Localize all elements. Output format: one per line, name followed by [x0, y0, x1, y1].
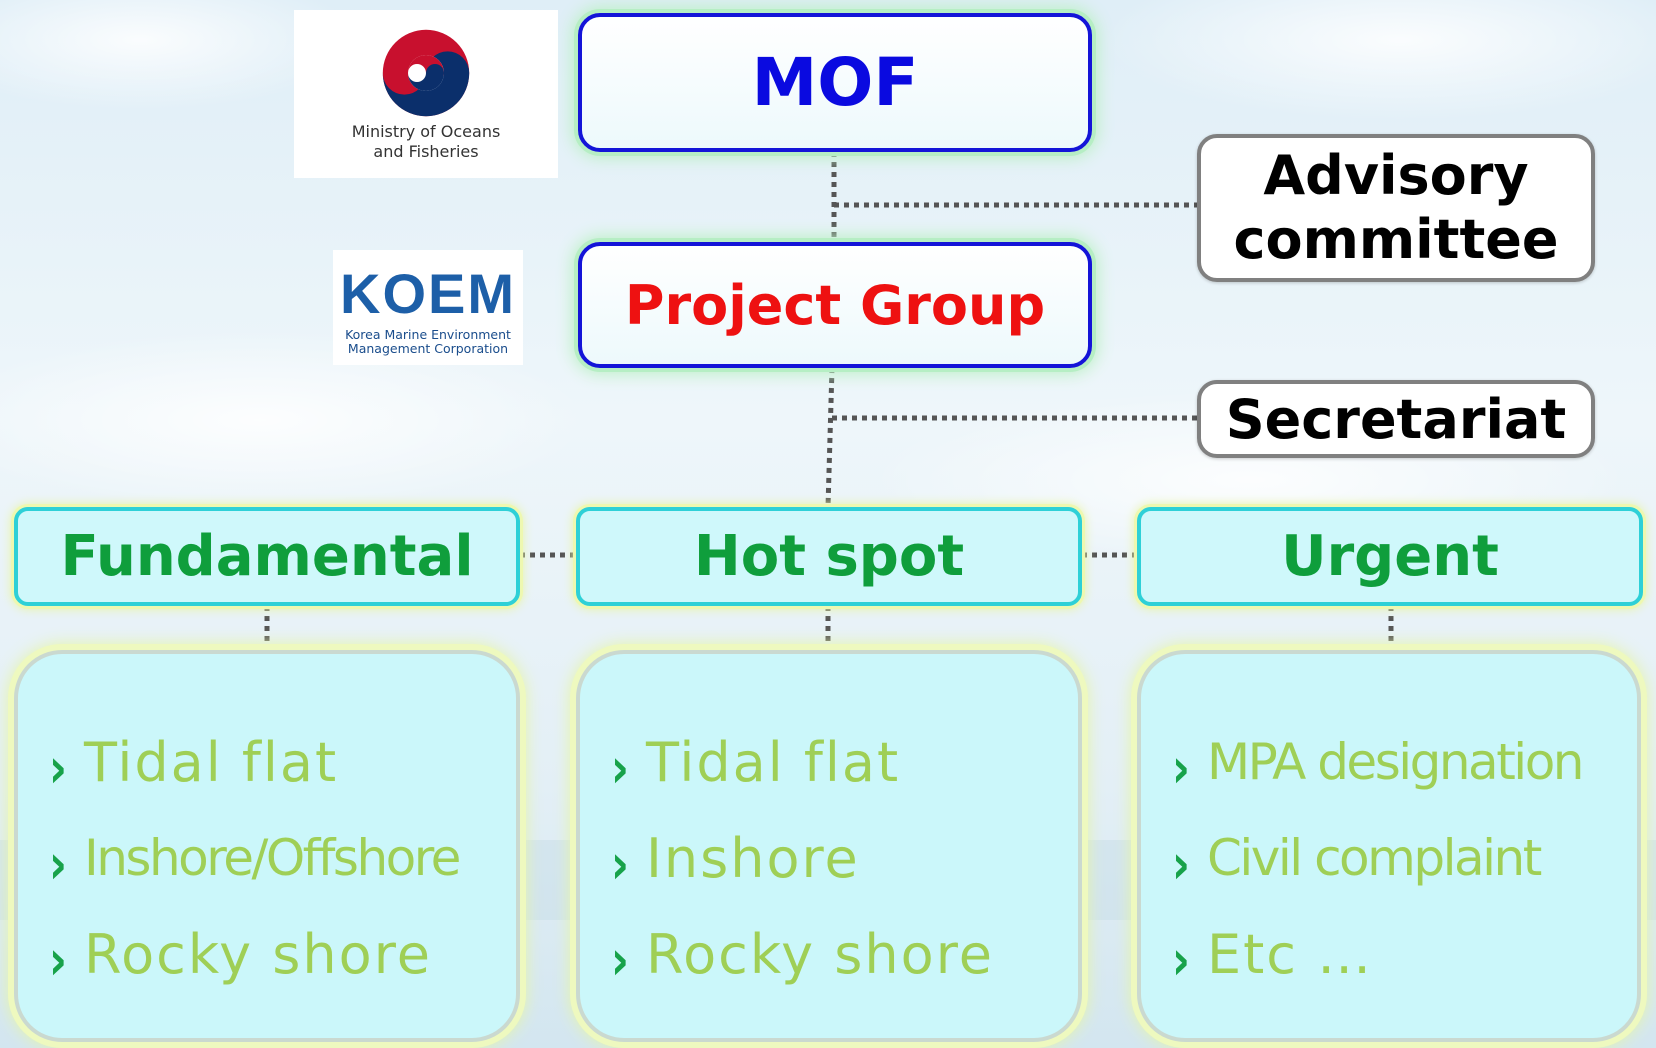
list-item: › Tidal flat: [18, 714, 516, 810]
list-item: › Tidal flat: [580, 714, 1078, 810]
list-item: › Inshore: [580, 810, 1078, 906]
list-item-label: Inshore/Offshore: [84, 829, 461, 887]
secretariat-label: Secretariat: [1225, 387, 1567, 451]
category-hot-spot: Hot spot: [576, 507, 1082, 606]
secretariat-node: Secretariat: [1197, 380, 1595, 458]
category-title: Hot spot: [693, 524, 965, 589]
mof-node: MOF: [578, 13, 1092, 152]
project-group-node: Project Group: [578, 242, 1092, 368]
chevron-right-icon: ›: [48, 928, 68, 993]
advisory-label-line1: Advisory: [1263, 144, 1529, 207]
list-item: › Inshore/Offshore: [18, 810, 516, 906]
fundamental-items-panel: › Tidal flat › Inshore/Offshore › Rocky …: [14, 650, 520, 1042]
chevron-right-icon: ›: [610, 736, 630, 801]
category-title: Fundamental: [60, 524, 474, 589]
connector-project-hotspot: [825, 367, 835, 508]
category-title: Urgent: [1281, 524, 1499, 589]
urgent-items-panel: › MPA designation › Civil complaint › Et…: [1137, 650, 1641, 1042]
koem-logo-line2: Management Corporation: [347, 341, 509, 356]
list-item: › Rocky shore: [580, 906, 1078, 1002]
chevron-right-icon: ›: [610, 928, 630, 993]
koem-logo: KOEM Korea Marine Environment Management…: [333, 250, 523, 365]
list-item-label: Civil complaint: [1207, 829, 1542, 887]
list-item: › Rocky shore: [18, 906, 516, 1002]
chevron-right-icon: ›: [1171, 832, 1191, 897]
mof-logo-line1: Ministry of Oceans: [351, 122, 501, 141]
project-group-label: Project Group: [624, 273, 1046, 337]
mof-logo-line2: and Fisheries: [373, 142, 479, 161]
list-item-label: Tidal flat: [646, 730, 901, 794]
list-item-label: MPA designation: [1207, 733, 1584, 791]
advisory-label-line2: committee: [1233, 208, 1559, 271]
category-fundamental: Fundamental: [14, 507, 520, 606]
koem-wordmark: KOEM: [340, 262, 516, 325]
chevron-right-icon: ›: [1171, 928, 1191, 993]
list-item: › MPA designation: [1141, 714, 1637, 810]
mof-logo: Ministry of Oceans and Fisheries: [294, 10, 558, 178]
list-item-label: Inshore: [646, 826, 860, 890]
list-item-label: Etc …: [1207, 922, 1374, 986]
list-item: › Civil complaint: [1141, 810, 1637, 906]
mof-label: MOF: [751, 44, 919, 121]
category-urgent: Urgent: [1137, 507, 1643, 606]
chevron-right-icon: ›: [48, 736, 68, 801]
chevron-right-icon: ›: [610, 832, 630, 897]
taegeuk-emblem-icon: [382, 29, 470, 117]
hot-spot-items-panel: › Tidal flat › Inshore › Rocky shore: [576, 650, 1082, 1042]
list-item: › Etc …: [1141, 906, 1637, 1002]
koem-logo-line1: Korea Marine Environment: [345, 327, 511, 342]
advisory-committee-node: Advisory committee: [1197, 134, 1595, 282]
list-item-label: Rocky shore: [646, 922, 994, 986]
chevron-right-icon: ›: [1171, 736, 1191, 801]
list-item-label: Rocky shore: [84, 922, 432, 986]
list-item-label: Tidal flat: [84, 730, 339, 794]
chevron-right-icon: ›: [48, 832, 68, 897]
